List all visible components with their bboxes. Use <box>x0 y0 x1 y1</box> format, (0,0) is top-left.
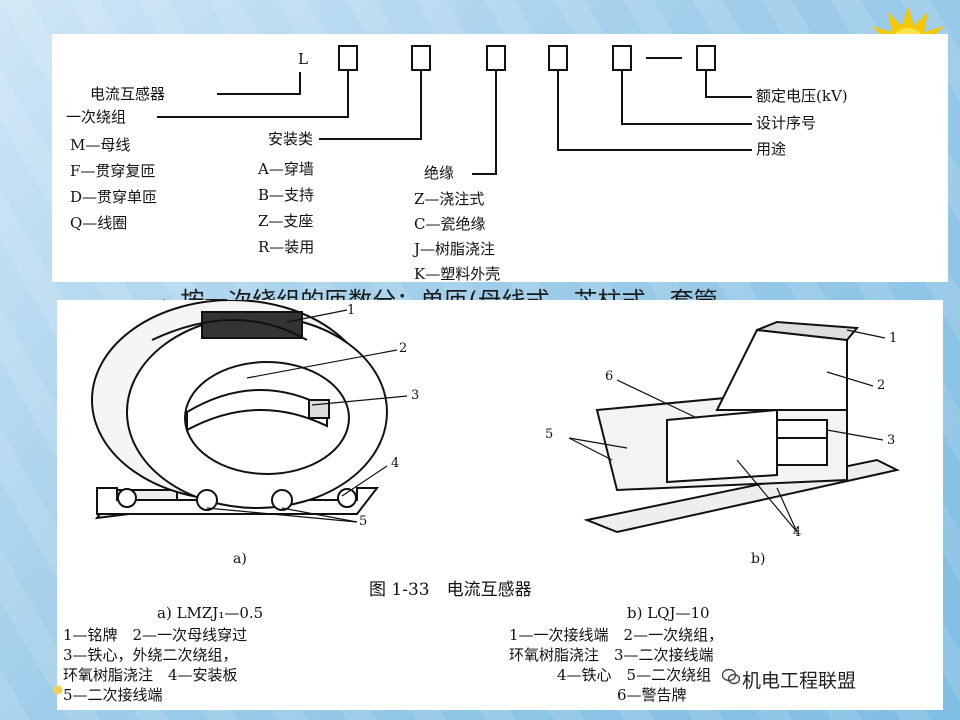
model-a: a) LMZJ₁—0.5 <box>157 604 264 622</box>
label-a-1: 1 <box>347 303 356 318</box>
label-a-2: 2 <box>399 341 408 356</box>
figure-panel: 1 2 3 4 5 1 2 3 4 5 6 a) b) 图 1-33 电流互感器… <box>57 300 943 710</box>
legend-a-line: 环氧树脂浇注 4—安装板 <box>63 666 238 684</box>
legend-b-line: 环氧树脂浇注 3—二次接线端 <box>509 646 714 664</box>
insulation-option: J—树脂浇注 <box>414 240 496 258</box>
code-diagram-lines <box>157 45 752 175</box>
watermark-text: 机电工程联盟 <box>742 670 857 692</box>
insulation-option: C—瓷绝缘 <box>414 215 486 233</box>
model-b: b) LQJ—10 <box>627 604 710 622</box>
label-b-3: 3 <box>887 433 896 448</box>
figure-caption: 图 1-33 电流互感器 <box>369 580 532 600</box>
bullet-text-content: 按一次绕组的匝数分：单匝(母线式、芯柱式、套管 <box>180 287 718 303</box>
label-a-4: 4 <box>391 456 400 471</box>
label-b-5: 5 <box>545 427 554 442</box>
install-option: B—支持 <box>258 186 315 204</box>
transformer-illustrations <box>91 300 900 534</box>
primary-winding-label: 一次绕组 <box>66 108 127 126</box>
install-option: R—装用 <box>258 238 315 256</box>
insulation-label: 绝缘 <box>424 164 455 182</box>
name-label: 电流互感器 <box>90 85 166 103</box>
design-number-label: 设计序号 <box>756 114 817 132</box>
label-b-1: 1 <box>889 331 898 346</box>
legend-b-line: 6—警告牌 <box>617 686 687 704</box>
rated-voltage-label: 额定电压(kV) <box>756 87 848 105</box>
model-code-panel: L 电流互感器 一次绕组 M—母线 F—贯穿复匝 D—贯穿单匝 Q—线圈 安装类… <box>52 34 948 282</box>
label-b-4: 4 <box>793 525 802 540</box>
legend-a-line: 3—铁心，外绕二次绕组， <box>63 646 238 664</box>
label-a-3: 3 <box>411 388 420 403</box>
prefix-letter: L <box>298 50 308 68</box>
install-option: Z—支座 <box>258 212 314 230</box>
transformer-a-drawing <box>91 300 408 523</box>
usage-label: 用途 <box>756 140 787 158</box>
primary-option: M—母线 <box>70 136 131 154</box>
code-box-5 <box>612 45 632 71</box>
primary-option: Q—线圈 <box>70 214 128 232</box>
insulation-option: K—塑料外壳 <box>414 265 501 283</box>
primary-option: F—贯穿复匝 <box>70 162 156 180</box>
install-label: 安装类 <box>268 130 314 148</box>
code-box-4 <box>548 45 568 71</box>
bullet-text: ◆按一次绕组的匝数分：单匝(母线式、芯柱式、套管 <box>158 281 718 303</box>
legend-a-line: 5—二次接线端 <box>63 686 163 704</box>
transformer-b-drawing <box>568 320 900 534</box>
code-box-2 <box>411 45 431 71</box>
wechat-icon <box>722 668 740 685</box>
legend-a-line: 1—铭牌 2—一次母线穿过 <box>63 626 248 644</box>
code-box-6 <box>696 45 716 71</box>
sub-label-b: b) <box>751 551 766 567</box>
legend-b-line: 4—铁心 5—二次绕组 <box>557 666 712 684</box>
decor-dot-icon <box>48 680 68 700</box>
code-box-3 <box>486 45 506 71</box>
label-b-6: 6 <box>605 369 614 384</box>
code-box-1 <box>338 45 358 71</box>
legend-b-line: 1—一次接线端 2—一次绕组， <box>509 626 724 644</box>
primary-option: D—贯穿单匝 <box>70 188 158 206</box>
insulation-option: Z—浇注式 <box>414 190 485 208</box>
label-a-5: 5 <box>359 514 368 529</box>
sub-label-a: a) <box>233 551 247 567</box>
install-option: A—穿墙 <box>258 160 314 178</box>
label-b-2: 2 <box>877 378 886 393</box>
